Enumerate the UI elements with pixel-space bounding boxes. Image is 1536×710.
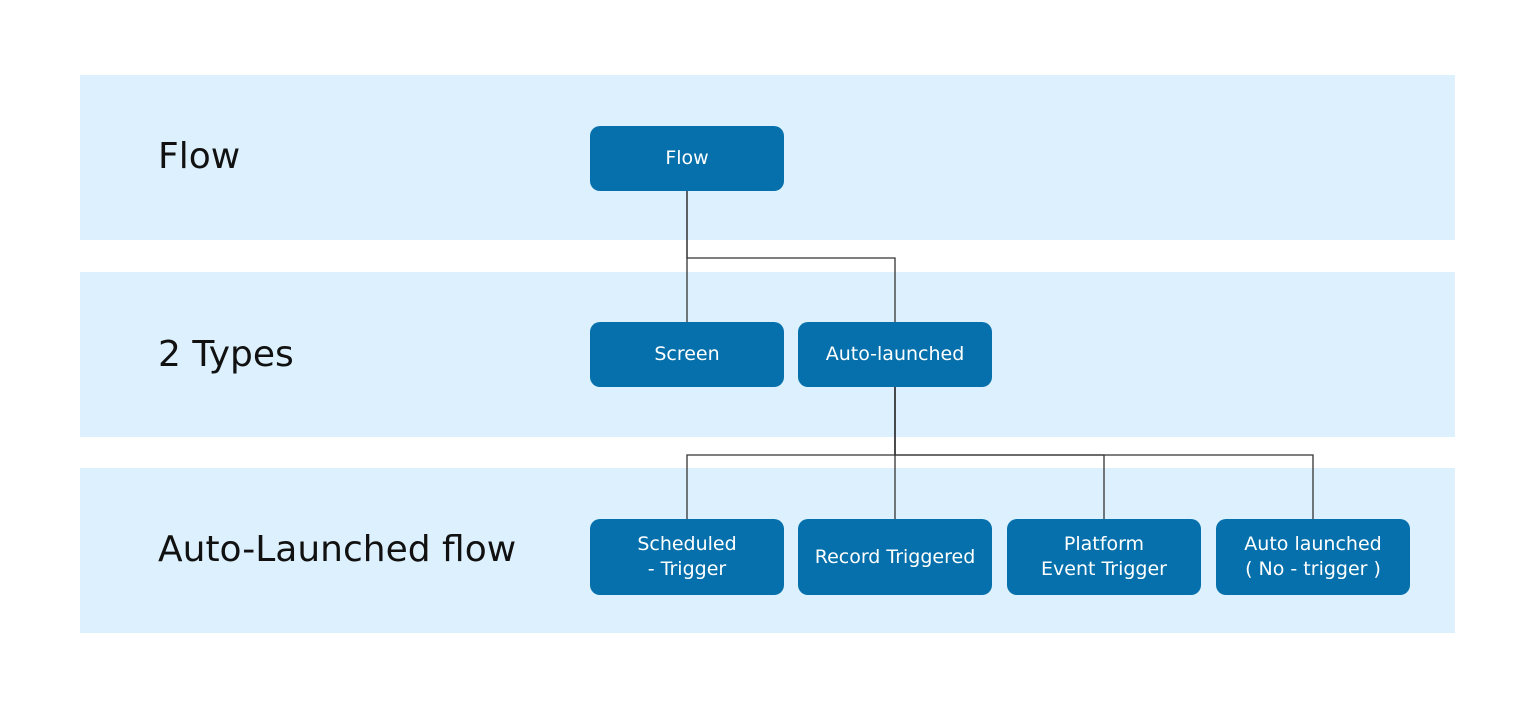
- edge-flow-to-auto_launched: [686, 191, 896, 322]
- row-label-flow: Flow: [158, 136, 241, 177]
- node-label-line: Platform: [1063, 533, 1145, 555]
- node-label-line: Auto-launched: [825, 343, 965, 365]
- node-auto-launched-no-trigger: Auto launched ( No - trigger ): [1216, 519, 1410, 595]
- row-label-types: 2 Types: [158, 334, 294, 375]
- node-label-line: Scheduled: [637, 533, 737, 555]
- row-label-auto-launched: Auto-Launched flow: [158, 529, 517, 570]
- node-record-triggered: Record Triggered: [798, 519, 992, 595]
- node-label-line: Flow: [665, 147, 709, 169]
- edge-auto_launched-to-auto_launched_no_trigger: [894, 387, 1314, 519]
- node-screen: Screen: [590, 322, 784, 387]
- node-label-line: Screen: [654, 343, 720, 365]
- node-label-line: ( No - trigger ): [1245, 558, 1381, 580]
- edge-auto_launched-to-platform_event_trigger: [894, 387, 1105, 519]
- node-flow: Flow: [590, 126, 784, 191]
- edge-auto_launched-to-scheduled_trigger: [686, 387, 896, 519]
- node-label-line: Record Triggered: [814, 545, 976, 568]
- node-label-line: Event Trigger: [1041, 558, 1167, 580]
- node-scheduled-trigger: Scheduled - Trigger: [590, 519, 784, 595]
- node-label-line: - Trigger: [647, 558, 727, 580]
- node-label-line: Auto launched: [1244, 533, 1382, 555]
- node-auto-launched: Auto-launched: [798, 322, 992, 387]
- edge-layer: [686, 191, 1314, 519]
